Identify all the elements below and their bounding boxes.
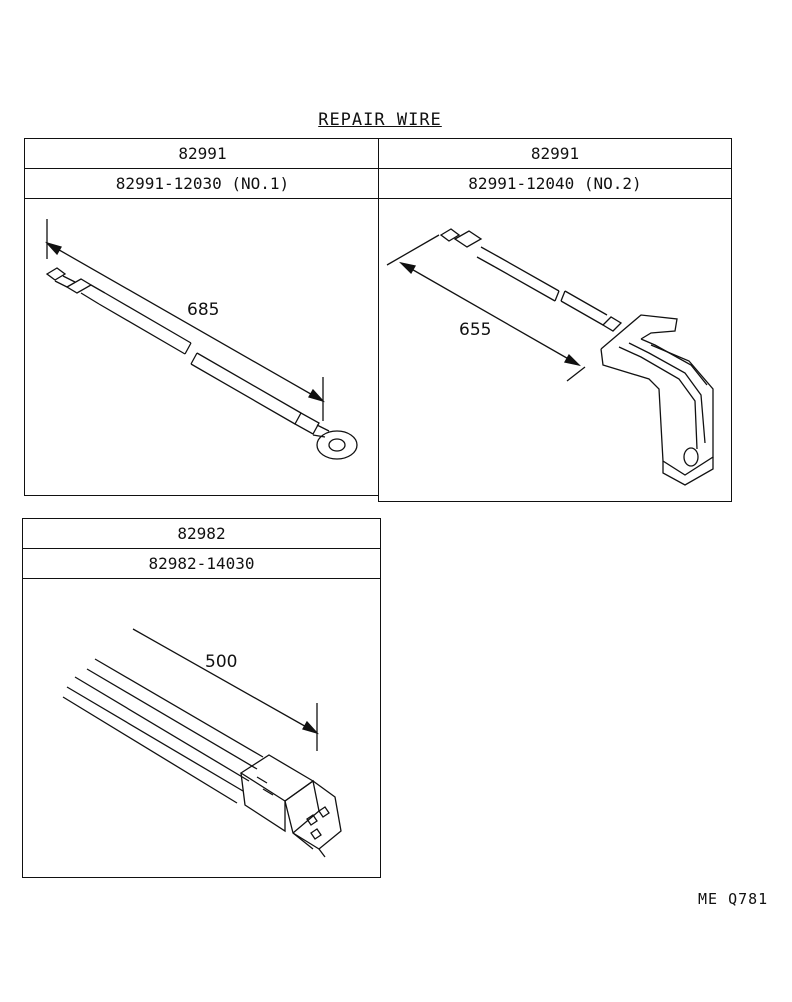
repair-wire-panel-no1: 82991 82991-12030 (NO.1) 685: [24, 138, 381, 496]
arrow-head: [302, 720, 320, 735]
arrow-head: [308, 388, 326, 403]
arrow-head: [398, 261, 417, 275]
dimension-label: 500: [205, 652, 237, 672]
wire-terminal-illustration: 685: [44, 219, 358, 460]
repair-wire-panel-82982: 82982 82982-14030 500: [22, 518, 381, 878]
dimension-line: [132, 628, 318, 734]
dimension-label: 685: [187, 300, 219, 320]
panel-part-number: 82991-12030 (NO.1): [25, 169, 380, 199]
panel-code: 82982: [23, 519, 380, 549]
wire-bundle: [62, 658, 264, 804]
panel-code: 82991: [379, 139, 731, 169]
page-title: REPAIR WIRE: [318, 110, 442, 130]
connector-bracket: [600, 314, 714, 486]
repair-wire-panel-no2: 82991 82991-12040 (NO.2) 655: [378, 138, 732, 502]
panel-part-number: 82982-14030: [23, 549, 380, 579]
panel-part-number: 82991-12040 (NO.2): [379, 169, 731, 199]
wire-body: [439, 228, 623, 332]
arrow-head: [44, 241, 62, 256]
wire-body: [45, 267, 358, 460]
wire-harness-illustration: 500: [62, 628, 342, 858]
dimension-label: 655: [459, 320, 491, 340]
figure-id: ME Q781: [698, 890, 769, 908]
dimension-line: [46, 242, 324, 402]
panel-code: 82991: [25, 139, 380, 169]
arrow-head: [563, 353, 582, 367]
wire-connector-illustration: 655: [386, 228, 714, 486]
dimension-line: [400, 262, 580, 366]
connector-plug: [239, 754, 342, 858]
